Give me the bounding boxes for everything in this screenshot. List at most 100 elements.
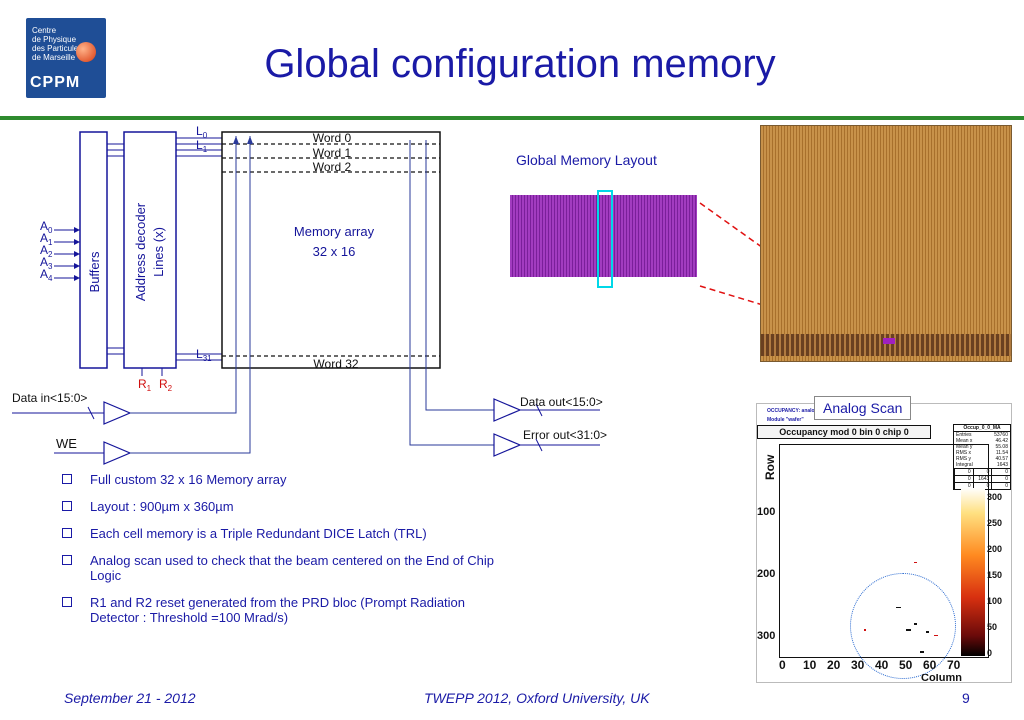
analog-scan-panel: OCCUPANCY: analog Module "wafer" Occupan… xyxy=(756,403,1012,683)
line-l1-label: L1 xyxy=(196,138,208,154)
overflow-cell: 0 xyxy=(972,483,992,489)
we-driver xyxy=(103,441,132,465)
stats-cell: RMS x xyxy=(956,450,971,456)
column-axis-label: Column xyxy=(921,674,962,682)
x-tick: 30 xyxy=(851,658,865,672)
hit-mark xyxy=(864,629,866,631)
memory-array-block xyxy=(221,131,441,369)
bullet-item: Each cell memory is a Triple Redundant D… xyxy=(62,526,502,541)
bullet-text: R1 and R2 reset generated from the PRD b… xyxy=(90,595,466,625)
row-axis-label: Row xyxy=(763,454,777,480)
stats-row: RMS y 40.57 xyxy=(954,456,1010,462)
bullet-text: Full custom 32 x 16 Memory array xyxy=(90,472,287,487)
bullet-box-icon xyxy=(62,528,72,538)
error-out-label: Error out<31:0> xyxy=(523,428,607,442)
page-number: 9 xyxy=(962,690,970,706)
scale-tick: 50 xyxy=(987,622,998,632)
word-line-dashes xyxy=(222,143,440,357)
page-title: Global configuration memory xyxy=(264,42,776,86)
stats-cell: 11.54 xyxy=(995,450,1008,456)
stats-row: RMS x 11.54 xyxy=(954,450,1010,456)
buffers-label: Buffers xyxy=(87,251,102,292)
x-tick: 70 xyxy=(947,658,961,672)
buffer-decoder-wires xyxy=(107,143,124,355)
address-decoder-label: Address decoder xyxy=(133,202,148,301)
data-in-arrowhead xyxy=(233,136,239,144)
x-tick: 50 xyxy=(899,658,913,672)
scan-plot-title: Occupancy mod 0 bin 0 chip 0 xyxy=(757,425,931,439)
word-2-label: Word 2 xyxy=(313,160,352,174)
x-tick: 20 xyxy=(827,658,841,672)
scale-tick: 150 xyxy=(987,570,1003,580)
error-out-route xyxy=(409,140,494,446)
bullet-box-icon xyxy=(62,555,72,565)
decoder-line-wires xyxy=(176,137,222,361)
stats-row: Mean x 46.42 xyxy=(954,438,1010,444)
stats-row: Occup_0_0_MA xyxy=(954,425,1010,432)
scan-header-1: OCCUPANCY: analog xyxy=(767,408,818,414)
stats-cell: 53760 xyxy=(994,432,1008,438)
overflow-cell: 0 xyxy=(954,476,973,482)
data-in-route xyxy=(130,136,237,414)
scale-tick: 0 xyxy=(987,648,993,658)
logo-acronym: CPPM xyxy=(30,74,81,91)
beam-circle xyxy=(850,573,956,679)
stats-cell: 1643 xyxy=(996,462,1008,468)
scan-plot-area xyxy=(779,444,989,679)
hit-mark xyxy=(914,562,917,563)
reset-r2-label: R2 xyxy=(159,377,173,393)
address-arrowheads xyxy=(74,227,80,281)
color-scale xyxy=(961,488,985,656)
overflow-cell: 0 xyxy=(954,483,973,489)
stats-cell: Mean x xyxy=(956,438,973,444)
line-l31-label: L31 xyxy=(196,347,212,363)
overflow-cell: 0 xyxy=(991,483,1010,489)
title-rule xyxy=(0,116,1024,120)
hit-mark xyxy=(906,629,911,631)
bullet-box-icon xyxy=(62,474,72,484)
scale-tick: 100 xyxy=(987,596,1003,606)
address-decoder-block xyxy=(123,131,177,369)
bullet-item: Analog scan used to check that the beam … xyxy=(62,553,502,583)
stats-cell: RMS y xyxy=(956,456,971,462)
scale-tick: 200 xyxy=(987,544,1003,554)
word-32-label: Word 32 xyxy=(313,357,358,371)
bullet-item: Full custom 32 x 16 Memory array xyxy=(62,472,502,487)
y-tick: 300 xyxy=(757,630,776,642)
overflow-cell: 0 xyxy=(954,469,973,475)
chip-layout-photo xyxy=(760,125,1012,362)
scale-tick: 250 xyxy=(987,518,1003,528)
bullet-list: Full custom 32 x 16 Memory array Layout … xyxy=(62,472,502,637)
logo-sphere xyxy=(76,42,96,62)
y-tick: 100 xyxy=(757,506,776,518)
stats-cell: 40.57 xyxy=(995,456,1008,462)
logo-line: Centre xyxy=(32,26,57,35)
data-in-driver xyxy=(103,401,132,425)
data-out-route xyxy=(425,140,494,411)
x-tick: 40 xyxy=(875,658,889,672)
word-1-label: Word 1 xyxy=(313,146,352,160)
line-l0-label: L0 xyxy=(196,124,208,140)
overflow-cell: 0 xyxy=(991,476,1010,482)
overflow-cell: 0 xyxy=(991,469,1010,475)
x-tick: 60 xyxy=(923,658,937,672)
decoder-lines-label: Lines (x) xyxy=(151,227,166,277)
logo-line: de Physique xyxy=(32,35,77,44)
hit-mark xyxy=(914,623,917,625)
data-out-label: Data out<15:0> xyxy=(520,395,603,409)
reset-r1-label: R1 xyxy=(138,377,152,393)
error-out-bus-slash xyxy=(535,438,543,452)
logo-text: Centre de Physique des Particules de Mar… xyxy=(32,26,82,62)
x-tick: 0 xyxy=(779,658,786,672)
stats-cell: 46.42 xyxy=(995,438,1008,444)
stats-cell: 55.08 xyxy=(995,444,1008,450)
we-route xyxy=(130,136,251,454)
